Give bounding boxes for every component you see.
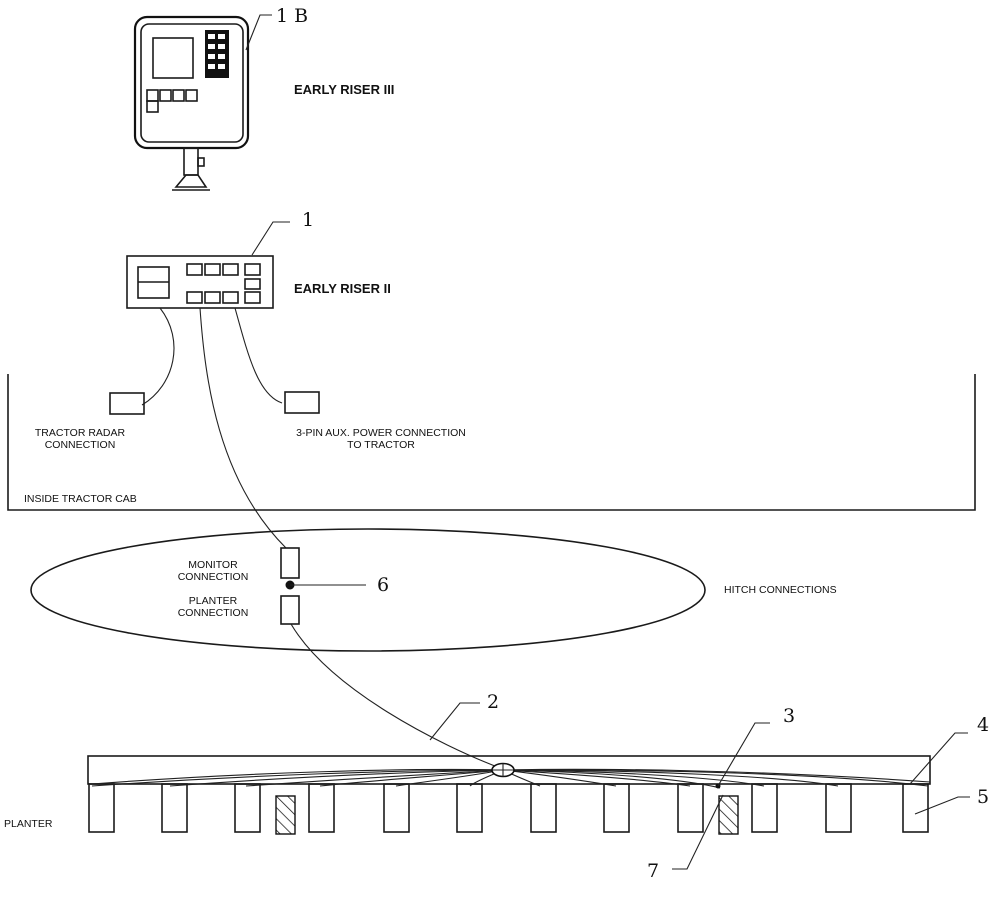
- leader-1: [251, 221, 290, 256]
- hitch-ellipse: [30, 528, 706, 652]
- monitor-connection-line1: MONITOR: [188, 559, 238, 571]
- row-unit: [456, 783, 483, 833]
- aux-label-line2: TO TRACTOR: [347, 439, 415, 451]
- radar-label-line1: TRACTOR RADAR: [35, 427, 126, 439]
- monitor-connector: [280, 547, 300, 579]
- leader-7: [672, 794, 724, 870]
- row-unit: [88, 783, 115, 833]
- ref-4: 4: [977, 714, 989, 736]
- aux-label-line1: 3-PIN AUX. POWER CONNECTION: [296, 427, 466, 439]
- ref-2: 2: [487, 691, 499, 713]
- early-riser-iii-monitor: [133, 15, 250, 191]
- row-unit: [234, 783, 261, 833]
- row-unit: [677, 783, 704, 833]
- tractor-cab-outline: [7, 374, 976, 511]
- early-riser-ii-monitor: [126, 255, 274, 309]
- aux-power-connector: [284, 391, 320, 414]
- leader-3: [717, 722, 770, 787]
- ref-3: 3: [783, 705, 795, 727]
- planter-connection-line1: PLANTER: [189, 595, 238, 607]
- early-riser-iii-label: EARLY RISER III: [294, 82, 394, 97]
- row-unit: [530, 783, 557, 833]
- leader-4: [909, 732, 968, 785]
- early-riser-ii-label: EARLY RISER II: [294, 281, 391, 296]
- monitor-cable: [199, 307, 287, 549]
- planter-connector: [280, 595, 300, 625]
- planter-label: PLANTER: [4, 818, 53, 830]
- ref-7: 7: [647, 860, 659, 882]
- radar-connector: [109, 392, 145, 415]
- leader-5: [914, 796, 970, 815]
- planter-frame: [87, 755, 931, 785]
- hitch-label: HITCH CONNECTIONS: [724, 584, 837, 596]
- row-unit: [902, 783, 929, 833]
- leader-1b: [245, 14, 272, 51]
- leader-2: [429, 702, 480, 741]
- ref-1: 1: [302, 209, 314, 231]
- row-units: [88, 783, 929, 833]
- ref-1b: 1 B: [276, 5, 308, 27]
- ref-5: 5: [977, 786, 989, 808]
- ref-6: 6: [377, 574, 389, 596]
- row-unit: [751, 783, 778, 833]
- aux-cable: [234, 307, 283, 404]
- row-unit: [825, 783, 852, 833]
- row-unit: [161, 783, 188, 833]
- radar-cable: [141, 307, 175, 406]
- row-unit: [603, 783, 630, 833]
- radar-label-line2: CONNECTION: [45, 439, 116, 451]
- monitor-screen: [152, 37, 194, 79]
- hatched-unit: [275, 795, 296, 835]
- planter-cable: [290, 623, 501, 769]
- planter-connection-line2: CONNECTION: [178, 607, 249, 619]
- monitor-connection-line2: CONNECTION: [178, 571, 249, 583]
- hatched-unit: [718, 795, 739, 835]
- row-unit: [383, 783, 410, 833]
- harness-lines: [91, 768, 931, 789]
- cab-label: INSIDE TRACTOR CAB: [24, 493, 137, 505]
- row-unit: [308, 783, 335, 833]
